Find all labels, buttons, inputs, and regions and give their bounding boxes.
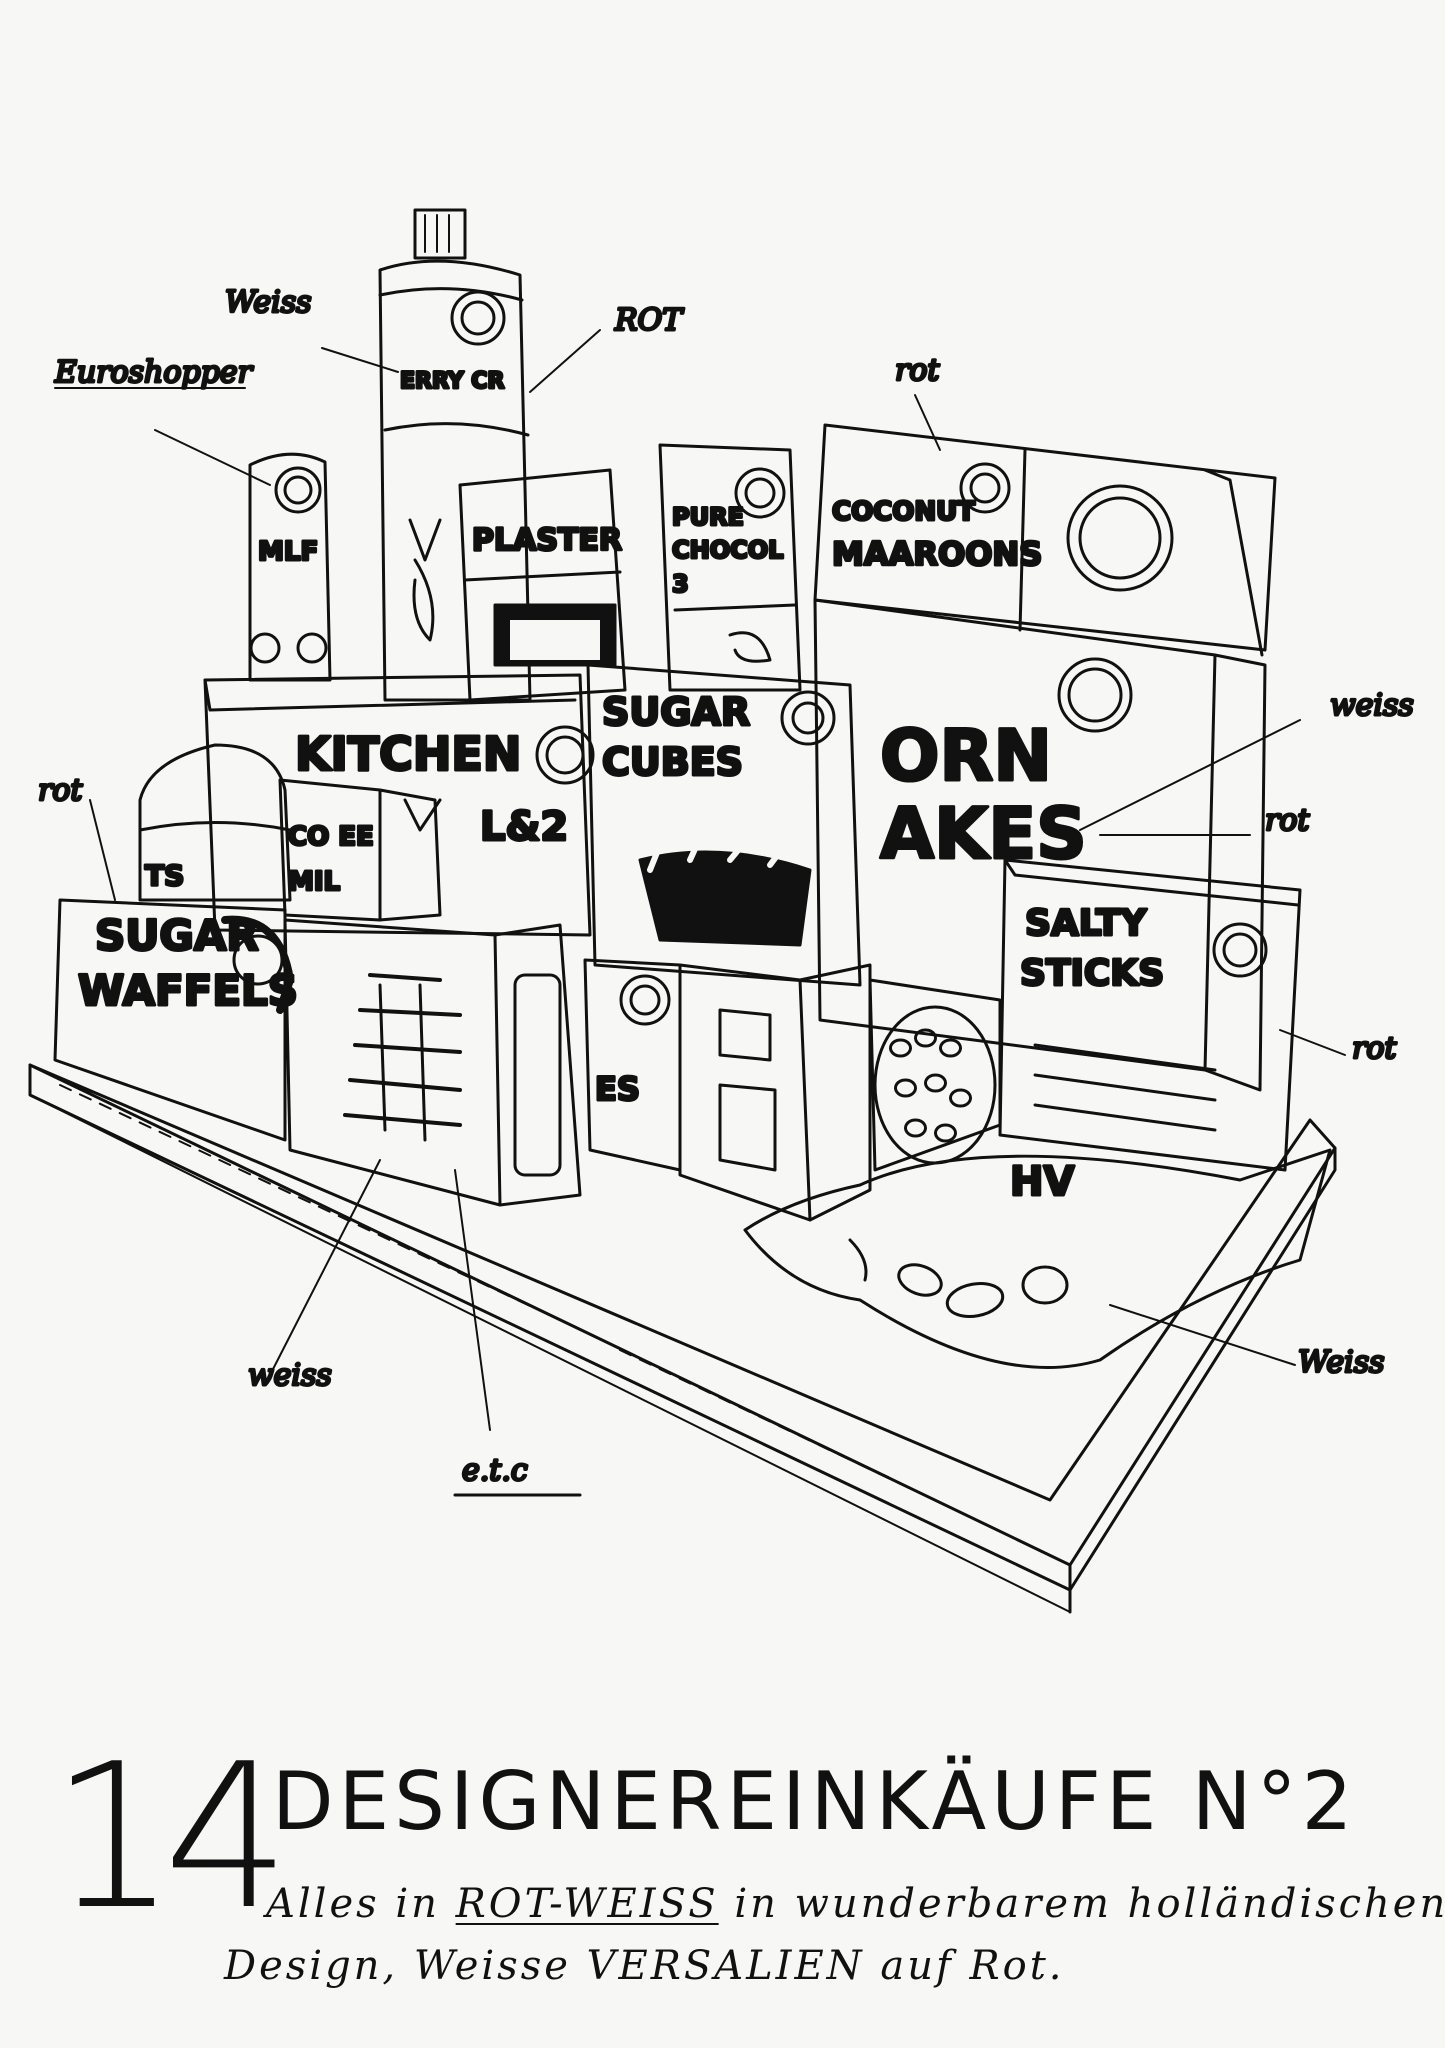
kitchen-label-1: KITCHEN [295,727,521,781]
sugar-waffels-label-2: WAFFELS [78,966,298,1015]
salty-sticks-box [998,858,1302,1172]
annotation-weiss-right: weiss [1330,688,1414,723]
annotation-lines [54,329,1346,1497]
kitchen-box [203,673,595,937]
tub-left [138,743,292,902]
sugar-cubes-box [586,663,862,987]
coffee-milk-label-2: MIL [288,867,340,897]
caption-line-2: Design, Weisse VERSALIEN auf Rot. [224,1943,1065,1989]
annotation-weiss-top: Weiss [225,285,312,320]
annotation-rot-left: rot [38,773,83,808]
tub-label: TS [145,859,184,892]
cornflakes-label-2: AKES [880,793,1087,875]
sugar-waffels-label-1: SUGAR [95,911,259,960]
coffee-milk-label-1: CO EE [288,822,374,852]
annotation-rot-top: ROT [614,303,684,338]
bag-label: HV [1010,1159,1074,1205]
sugar-cubes-label-1: SUGAR [602,690,750,734]
annotation-rot-right-low: rot [1352,1031,1397,1066]
patterned-box [283,918,582,1207]
display-tray [28,1063,1337,1614]
salty-sticks-label-1: SALTY [1025,903,1147,944]
caption-line-1: Alles in ROT-WEISS in wunderbarem hollän… [266,1880,1445,1928]
pure-choc-label-2: CHOCOL [672,536,783,564]
caption-title: DESIGNEREINKÄUFE N°2 [272,1755,1358,1848]
annotation-rot-right-mid: rot [1265,803,1310,838]
jar-of-nuts [868,978,1002,1172]
pure-choc-label-3: 3 [672,570,689,598]
annotation-euroshopper: Euroshopper [54,355,254,390]
pure-choc-label-1: PURE [672,503,744,531]
can-left [248,452,332,682]
coconut-macaroons-box [813,423,1277,657]
coconut-label-1: COCONUT [832,497,975,527]
plaster-box [458,468,627,702]
annotation-etc: e.t.c [462,1453,528,1488]
plaster-label: PLASTER [472,523,622,558]
kitchen-label-2: L&2 [480,804,568,850]
can-left-label: MLF [258,537,318,567]
sugar-waffels-pack [53,898,294,1142]
tall-bottle [378,208,532,702]
caption-line-1-start: Alles in [266,1881,456,1927]
salty-sticks-label-2: STICKS [1020,953,1164,994]
snack-bag [743,1148,1332,1369]
caption-emphasis: ROT-WEISS [455,1881,719,1927]
page-number: 14 [50,1721,290,1954]
tall-bottle-label: ERRY CR [400,369,504,394]
annotation-weiss-bottom-right: Weiss [1298,1345,1385,1380]
tall-box-front [678,963,872,1222]
box-es-label: ES [595,1070,640,1108]
annotation-rot-right-top: rot [895,353,940,388]
annotation-weiss-bottom-left: weiss [248,1358,332,1393]
coconut-label-2: MAAROONS [832,535,1042,573]
cornflakes-label-1: ORN [880,715,1052,797]
pure-chocolate-box [658,443,802,692]
box-es [583,958,682,1172]
sugar-cubes-label-2: CUBES [602,740,743,784]
caption-line-1-end: in wunderbarem holländischen [718,1881,1445,1927]
coffee-milk-carton [278,778,442,922]
